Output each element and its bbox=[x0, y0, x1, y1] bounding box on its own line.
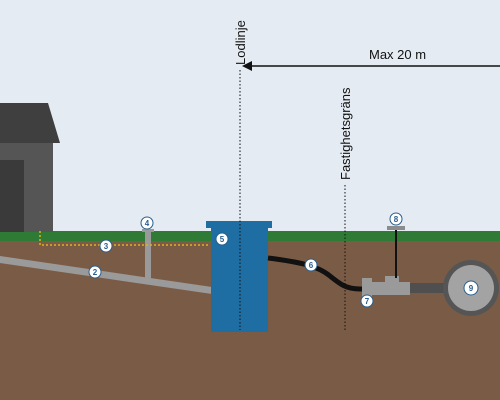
drain-pipe bbox=[0, 256, 212, 294]
valve-body bbox=[372, 282, 410, 295]
marker-7: 7 bbox=[360, 294, 374, 308]
marker-8: 8 bbox=[389, 212, 403, 226]
valve-stem bbox=[395, 229, 397, 278]
marker-3-label: 3 bbox=[104, 242, 109, 251]
house-roof bbox=[0, 103, 60, 143]
valve-assembly bbox=[362, 276, 410, 298]
marker-7-label: 7 bbox=[365, 297, 370, 306]
service-pipe bbox=[267, 255, 380, 292]
well-lid bbox=[206, 221, 272, 228]
marker-8-label: 8 bbox=[394, 215, 399, 224]
marker-2-label: 2 bbox=[93, 268, 98, 277]
marker-6: 6 bbox=[304, 258, 318, 272]
dashed-line bbox=[39, 231, 210, 246]
marker-6-label: 6 bbox=[309, 261, 314, 270]
property-boundary-label: Fastighetsgräns bbox=[338, 87, 353, 180]
marker-4: 4 bbox=[140, 216, 154, 230]
marker-5-label: 5 bbox=[220, 235, 225, 244]
marker-5: 5 bbox=[215, 232, 229, 246]
house-door bbox=[0, 160, 24, 232]
marker-9-label: 9 bbox=[469, 284, 474, 293]
valve-top bbox=[385, 276, 399, 283]
main-pipe-connection bbox=[410, 283, 452, 293]
marker-9: 9 bbox=[463, 280, 479, 296]
marker-2: 2 bbox=[88, 265, 102, 279]
inspection-pipe-cap bbox=[142, 229, 154, 232]
plumb-line-label: Lodlinje bbox=[233, 20, 248, 65]
sky bbox=[0, 0, 500, 232]
inspection-pipe bbox=[145, 231, 151, 278]
marker-4-label: 4 bbox=[145, 219, 150, 228]
distance-arrow-head bbox=[242, 61, 252, 71]
valve-stem-cap bbox=[387, 226, 405, 230]
valve-left bbox=[362, 278, 372, 298]
marker-3: 3 bbox=[99, 239, 113, 253]
house bbox=[0, 103, 60, 232]
max-distance-label: Max 20 m bbox=[369, 47, 426, 62]
